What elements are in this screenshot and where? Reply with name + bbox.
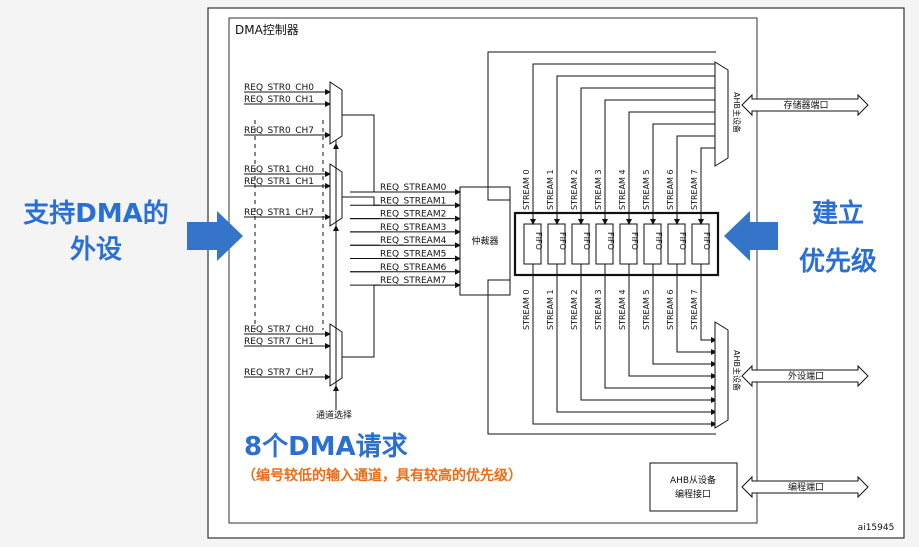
req-channel-label: REQ_STR7_CH7 <box>244 368 314 378</box>
req-stream-label: REQ_STREAM1 <box>380 196 446 206</box>
fifo-label: FIFO <box>558 232 567 250</box>
stream-lines: STREAM 0 STREAM 0 STREAM 1 STREAM 1 STREAM 2… <box>522 63 717 427</box>
right-label-line2: 优先级 <box>799 246 877 277</box>
fifo-label: FIFO <box>702 232 711 250</box>
figure-id: ai15945 <box>858 523 895 533</box>
fifo-label: FIFO <box>534 232 543 250</box>
arbiter-top-loop <box>487 51 716 201</box>
left-blue-arrow-icon <box>187 211 243 261</box>
req-stream-label: REQ_STREAM7 <box>380 276 446 286</box>
bottom-title: 8个DMA请求 <box>244 432 408 462</box>
ahb-slave-box <box>649 462 738 512</box>
stream-label-bottom: STREAM 4 <box>618 289 627 330</box>
fifo-label: FIFO <box>654 232 663 250</box>
fifo-label: FIFO <box>606 232 615 250</box>
req-channel-label: REQ_STR7_CH0 <box>244 325 314 335</box>
mux-output-line <box>342 284 380 358</box>
channel-select-label: 通道选择 <box>316 409 352 421</box>
stream-line-top <box>626 111 716 225</box>
peripheral-port: 外设端口 <box>741 364 869 388</box>
stream-line-top <box>674 135 716 225</box>
mux-output-line <box>342 114 380 193</box>
stream-line-bottom <box>604 264 717 391</box>
stream-label-top: STREAM 3 <box>594 169 603 210</box>
req-stream-label: REQ_STREAM3 <box>380 223 446 233</box>
stream-line-top <box>602 99 716 225</box>
stream-line-top <box>530 63 716 225</box>
bottom-note: （编号较低的输入通道，具有较高的优先级） <box>242 467 522 484</box>
stream-label-top: STREAM 6 <box>666 169 675 210</box>
stream-line-top <box>578 87 716 225</box>
req-channel-label: REQ_STR0_CH0 <box>244 83 314 93</box>
req-stream-label: REQ_STREAM6 <box>380 263 447 273</box>
stream-line-top <box>650 123 716 225</box>
stream-line-bottom <box>628 264 717 379</box>
stream-label-bottom: STREAM 5 <box>642 289 651 330</box>
fifo-label: FIFO <box>678 232 687 250</box>
req-channel-label: REQ_STR1_CH1 <box>244 177 314 187</box>
ahb-master-bottom-label: AHB主设备 <box>732 350 742 391</box>
memory-port-label: 存储器端口 <box>783 99 828 111</box>
fifo-label: FIFO <box>582 232 591 250</box>
stream-label-bottom: STREAM 6 <box>666 289 675 330</box>
arbiter-bottom-loop <box>487 279 716 435</box>
req-stream-label: REQ_STREAM5 <box>380 250 446 260</box>
stream-line-bottom <box>652 264 717 367</box>
stream-label-bottom: STREAM 2 <box>570 289 579 330</box>
req-channel-label: REQ_STR0_CH7 <box>244 126 314 136</box>
ahb-slave-label-2: 编程接口 <box>675 488 711 500</box>
left-label-line1: 支持DMA的 <box>23 198 169 229</box>
req-stream-label: REQ_STREAM0 <box>380 183 447 193</box>
req-channel-label: REQ_STR1_CH0 <box>244 165 314 175</box>
req-stream-lines: REQ_STREAM0REQ_STREAM1REQ_STREAM2REQ_STR… <box>342 114 461 358</box>
ahb-master-bottom <box>714 321 729 429</box>
stream-line-bottom <box>532 264 717 427</box>
fifo-label: FIFO <box>630 232 639 250</box>
req-channel-label: REQ_STR7_CH1 <box>244 337 314 347</box>
stream-line-bottom <box>556 264 717 415</box>
channel-muxes: REQ_STR0_CH0REQ_STR0_CH1REQ_STR0_CH7REQ_… <box>244 81 343 410</box>
stream-label-bottom: STREAM 3 <box>594 289 603 330</box>
stream-label-bottom: STREAM 0 <box>522 289 531 330</box>
stream-line-bottom <box>676 264 717 355</box>
req-channel-label: REQ_STR1_CH7 <box>244 208 314 218</box>
stream-label-top: STREAM 5 <box>642 169 651 210</box>
req-stream-label: REQ_STREAM2 <box>380 210 446 220</box>
fifo-group: FIFO FIFO FIFO FIFO FIFO FIFO FIFO FIFO <box>523 223 711 265</box>
stream-label-bottom: STREAM 7 <box>690 289 699 330</box>
program-port: 编程端口 <box>741 475 869 499</box>
arbiter-label: 仲裁器 <box>471 235 498 247</box>
stream-label-top: STREAM 0 <box>522 169 531 210</box>
stream-line-bottom <box>580 264 717 403</box>
mux-output-line <box>342 196 380 206</box>
memory-port: 存储器端口 <box>741 93 869 117</box>
req-stream-label: REQ_STREAM4 <box>380 236 447 246</box>
stream-label-top: STREAM 2 <box>570 169 579 210</box>
right-blue-arrow-icon <box>724 211 778 261</box>
right-label-line1: 建立 <box>812 198 864 229</box>
stream-line-top <box>554 75 716 225</box>
ahb-slave-label-1: AHB从设备 <box>670 474 716 486</box>
stream-label-bottom: STREAM 1 <box>546 289 555 330</box>
stream-label-top: STREAM 4 <box>618 169 627 210</box>
program-port-label: 编程端口 <box>788 481 824 493</box>
left-label-line2: 外设 <box>70 235 122 265</box>
channel-mux <box>329 81 343 145</box>
stream-label-top: STREAM 7 <box>690 169 699 210</box>
controller-title: DMA控制器 <box>235 23 299 37</box>
stream-label-top: STREAM 1 <box>546 169 555 210</box>
ahb-master-top <box>714 61 729 167</box>
stream-line-bottom <box>700 264 717 343</box>
arbiter-box <box>459 186 511 296</box>
req-channel-label: REQ_STR0_CH1 <box>244 95 314 105</box>
ahb-master-top-label: AHB主设备 <box>732 92 742 133</box>
stream-line-top <box>698 147 716 225</box>
peripheral-port-label: 外设端口 <box>788 370 824 382</box>
